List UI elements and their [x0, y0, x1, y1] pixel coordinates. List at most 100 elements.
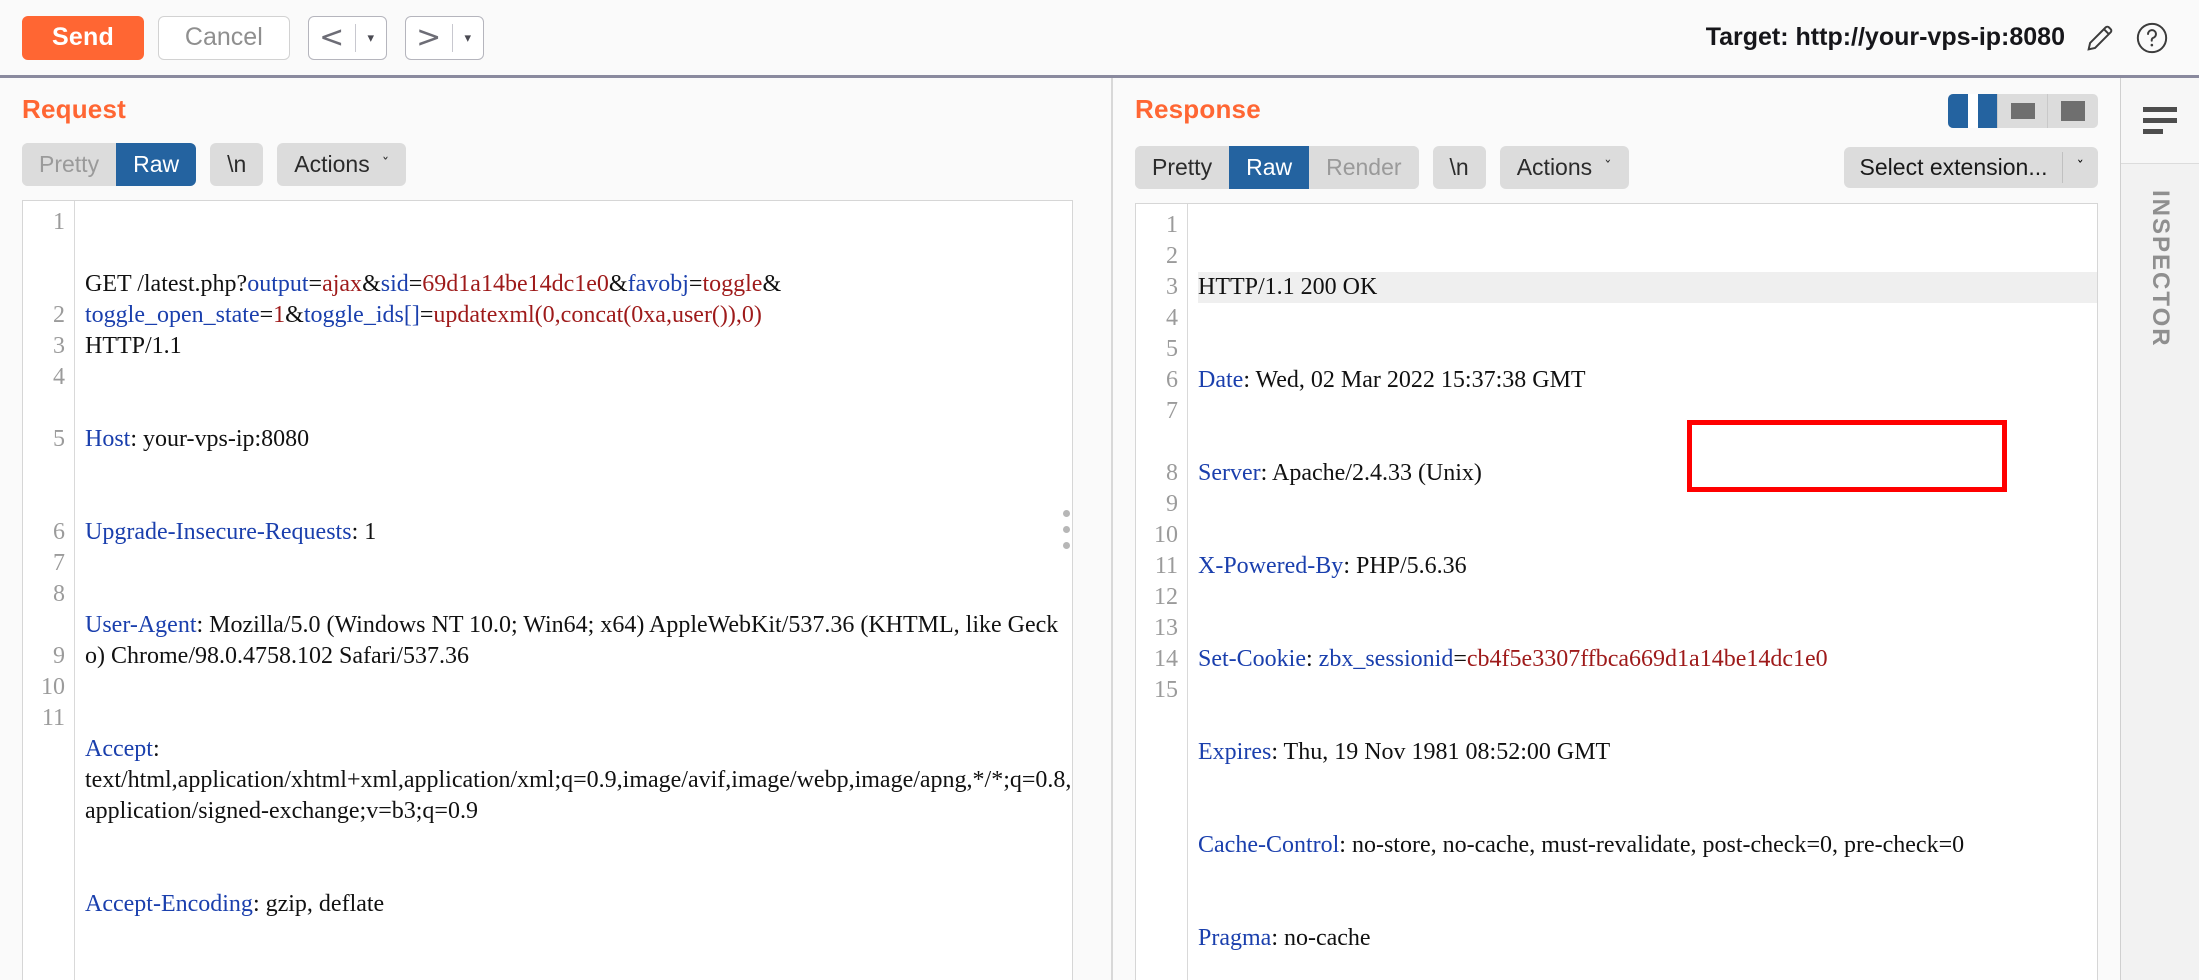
- line-number-spacer: [23, 455, 74, 517]
- line-number: 9: [53, 642, 65, 669]
- request-title: Request: [22, 94, 126, 124]
- request-tabbar: Pretty Raw \n Actions ˇ: [22, 143, 1113, 186]
- top-toolbar: Send Cancel < ▾ > ▾ Target: http://your-…: [0, 0, 2199, 78]
- line-number: 5: [53, 425, 65, 452]
- response-title: Response: [1135, 94, 1261, 124]
- tab-response-newline-label: \n: [1449, 154, 1469, 180]
- line-number-spacer: [23, 393, 74, 424]
- tab-request-pretty[interactable]: Pretty: [22, 143, 117, 186]
- chevron-down-icon: ˇ: [381, 155, 390, 173]
- line-number: 14: [1154, 645, 1178, 672]
- request-editor[interactable]: 1 2 3 4 5 6 7 8 9 10 11 GET: [22, 199, 1073, 980]
- line-number: 1: [1166, 211, 1178, 238]
- stacked-view-button[interactable]: [1998, 94, 2048, 128]
- request-header: Request Pretty Raw \n Actions ˇ: [0, 78, 1113, 186]
- tab-request-newline-label: \n: [227, 151, 247, 177]
- target-label: Target: http://your-vps-ip:8080: [1705, 23, 2065, 51]
- inspector-tab[interactable]: INSPECTOR: [2147, 190, 2174, 348]
- line-number: 15: [1154, 676, 1178, 703]
- next-dropdown-caret-icon[interactable]: ▾: [464, 29, 472, 45]
- line-number: 11: [41, 704, 65, 731]
- line-number: 9: [1166, 490, 1178, 517]
- line-number: 6: [1166, 366, 1178, 393]
- drag-dots-icon: [1062, 509, 1070, 549]
- pane-divider: [1111, 78, 1113, 980]
- prev-dropdown-caret-icon[interactable]: ▾: [367, 29, 375, 45]
- divider: [451, 23, 453, 52]
- line-number: 7: [1166, 397, 1178, 424]
- line-number: 13: [1154, 614, 1178, 641]
- request-view-tabs: Pretty Raw: [22, 143, 197, 186]
- line-number: 2: [1166, 242, 1178, 269]
- full-view-button[interactable]: [2048, 94, 2098, 128]
- request-gutter: 1 2 3 4 5 6 7 8 9 10 11: [23, 200, 75, 980]
- prev-arrow-icon[interactable]: <: [319, 20, 345, 55]
- tab-response-pretty[interactable]: Pretty: [1135, 146, 1230, 189]
- tab-request-newline[interactable]: \n: [210, 143, 264, 186]
- response-code[interactable]: HTTP/1.1 200 OK Date: Wed, 02 Mar 2022 1…: [1188, 204, 2097, 980]
- code-line: X-Powered-By: PHP/5.6.36: [1198, 552, 1467, 579]
- line-number: 2: [53, 301, 65, 328]
- layout-view-toggle: [1948, 94, 2098, 128]
- line-number: 1: [53, 208, 65, 235]
- prev-request-group[interactable]: < ▾: [307, 15, 387, 60]
- tab-response-raw[interactable]: Raw: [1229, 146, 1310, 189]
- line-number: 11: [1154, 552, 1178, 579]
- line-number: 3: [53, 332, 65, 359]
- line-number: 3: [1166, 273, 1178, 300]
- response-actions-button[interactable]: Actions ˇ: [1499, 146, 1629, 189]
- tab-response-render[interactable]: Render: [1309, 146, 1419, 189]
- next-arrow-icon[interactable]: >: [416, 20, 442, 55]
- cancel-button[interactable]: Cancel: [157, 15, 290, 60]
- code-line: GET /latest.php?output=ajax&sid=69d1a14b…: [85, 270, 782, 359]
- code-line: Cache-Control: no-store, no-cache, must-…: [1198, 831, 1965, 858]
- pencil-icon[interactable]: [2083, 21, 2117, 55]
- code-line: Expires: Thu, 19 Nov 1981 08:52:00 GMT: [1198, 738, 1611, 765]
- line-number: 8: [53, 580, 65, 607]
- target-area: Target: http://your-vps-ip:8080: [1706, 21, 2177, 55]
- divider: [2061, 151, 2063, 183]
- stacked-view-icon: [2010, 103, 2035, 119]
- code-line: Pragma: no-cache: [1198, 924, 1371, 951]
- line-number: 10: [1154, 521, 1178, 548]
- divider: [354, 23, 356, 52]
- code-line: Accept:text/html,application/xhtml+xml,a…: [85, 735, 1072, 824]
- code-line: Accept-Encoding: gzip, deflate: [85, 890, 385, 917]
- response-view-tabs: Pretty Raw Render: [1135, 146, 1419, 189]
- code-line: Date: Wed, 02 Mar 2022 15:37:38 GMT: [1198, 366, 1586, 393]
- code-line: HTTP/1.1 200 OK: [1198, 271, 2097, 303]
- code-line: Upgrade-Insecure-Requests: 1: [85, 518, 377, 545]
- line-number-spacer: [1136, 427, 1187, 458]
- line-number-spacer: [23, 238, 74, 300]
- request-code[interactable]: GET /latest.php?output=ajax&sid=69d1a14b…: [75, 201, 1072, 980]
- response-gutter: 1 2 3 4 5 6 7 8 9 10 11 12 13 14 15: [1136, 203, 1188, 980]
- response-header: Response Pret: [1113, 78, 2120, 189]
- response-actions-label: Actions: [1516, 154, 1593, 180]
- line-number: 10: [41, 673, 65, 700]
- pane-splitter-handle[interactable]: [1055, 78, 1077, 980]
- request-pane: Request Pretty Raw \n Actions ˇ: [0, 78, 1113, 980]
- code-line: Host: your-vps-ip:8080: [85, 425, 310, 452]
- select-extension-label: Select extension...: [1859, 153, 2048, 180]
- line-number: 12: [1154, 583, 1178, 610]
- right-rail: INSPECTOR: [2120, 78, 2199, 980]
- line-number: 8: [1166, 459, 1178, 486]
- response-tabbar: Pretty Raw Render \n Actions ˇ Select ex…: [1135, 146, 2120, 189]
- line-number: 6: [53, 518, 65, 545]
- split-view-icon: [1967, 94, 1978, 128]
- line-number-spacer: [23, 610, 74, 641]
- filter-bars-icon[interactable]: [2121, 78, 2199, 164]
- send-button[interactable]: Send: [22, 15, 144, 60]
- code-line: Server: Apache/2.4.33 (Unix): [1198, 459, 1482, 486]
- tab-request-raw[interactable]: Raw: [116, 143, 197, 186]
- line-number: 5: [1166, 335, 1178, 362]
- response-editor[interactable]: 1 2 3 4 5 6 7 8 9 10 11 12 13 14 15: [1135, 202, 2098, 980]
- split-view-button[interactable]: [1948, 94, 1998, 128]
- tab-response-newline[interactable]: \n: [1432, 146, 1486, 189]
- select-extension-dropdown[interactable]: Select extension... ˇ: [1843, 146, 2098, 188]
- line-number: 7: [53, 549, 65, 576]
- next-request-group[interactable]: > ▾: [404, 15, 484, 60]
- help-icon[interactable]: [2135, 21, 2169, 55]
- request-actions-button[interactable]: Actions ˇ: [277, 143, 407, 186]
